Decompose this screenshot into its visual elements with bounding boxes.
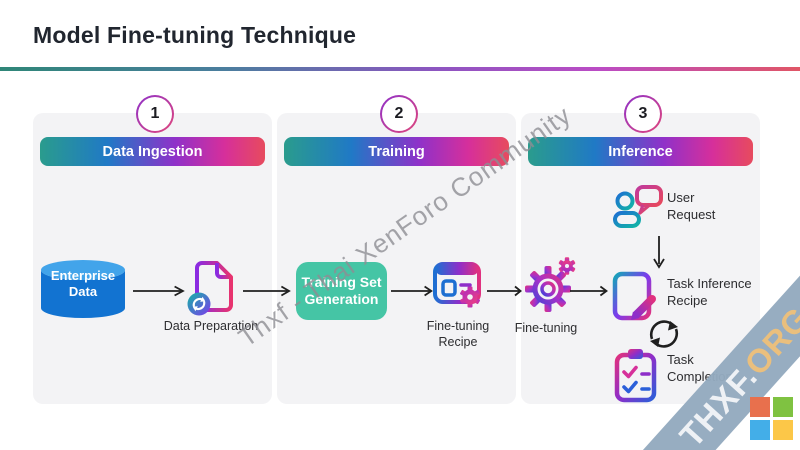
- arrow-right-icon: [487, 285, 522, 297]
- stage-header-training: Training: [284, 137, 509, 166]
- gear-icon: [524, 256, 578, 312]
- fine-tuning-recipe-label: Fine-tuning Recipe: [426, 319, 490, 350]
- logo-square-red: [750, 397, 770, 417]
- page-title: Model Fine-tuning Technique: [33, 22, 357, 48]
- arrow-right-icon: [391, 285, 433, 297]
- logo-square-yellow: [773, 420, 793, 440]
- person-chat-icon: [610, 184, 666, 234]
- title-divider: [0, 67, 800, 71]
- logo-square-blue: [750, 420, 770, 440]
- training-set-generation-box: Training Set Generation: [296, 262, 387, 320]
- user-request-label: User Request: [667, 190, 716, 222]
- fine-tuning-label: Fine-tuning: [514, 321, 578, 335]
- clipboard-pencil-icon: [608, 262, 662, 324]
- window-gear-icon: [431, 260, 485, 310]
- arrow-right-icon: [243, 285, 291, 297]
- arrow-down-icon: [652, 234, 666, 270]
- stage-header-data-ingestion: Data Ingestion: [40, 137, 265, 166]
- stage-number-1: 1: [136, 95, 174, 133]
- brand-logo: [750, 397, 793, 440]
- arrow-right-icon: [570, 285, 608, 297]
- stage-number-3: 3: [624, 95, 662, 133]
- arrow-right-icon: [133, 285, 185, 297]
- task-inference-recipe-label: Task Inference Recipe: [667, 276, 752, 308]
- clipboard-check-icon: [612, 346, 660, 404]
- stage-header-inference: Inference: [528, 137, 753, 166]
- enterprise-data-label: Enterprise Data: [50, 268, 116, 300]
- data-preparation-label: Data Preparation: [163, 319, 259, 333]
- stage-number-2: 2: [380, 95, 418, 133]
- cycle-arrows-icon: [641, 314, 687, 354]
- database-icon: Enterprise Data: [37, 258, 129, 320]
- logo-square-green: [773, 397, 793, 417]
- document-sync-icon: [186, 258, 238, 316]
